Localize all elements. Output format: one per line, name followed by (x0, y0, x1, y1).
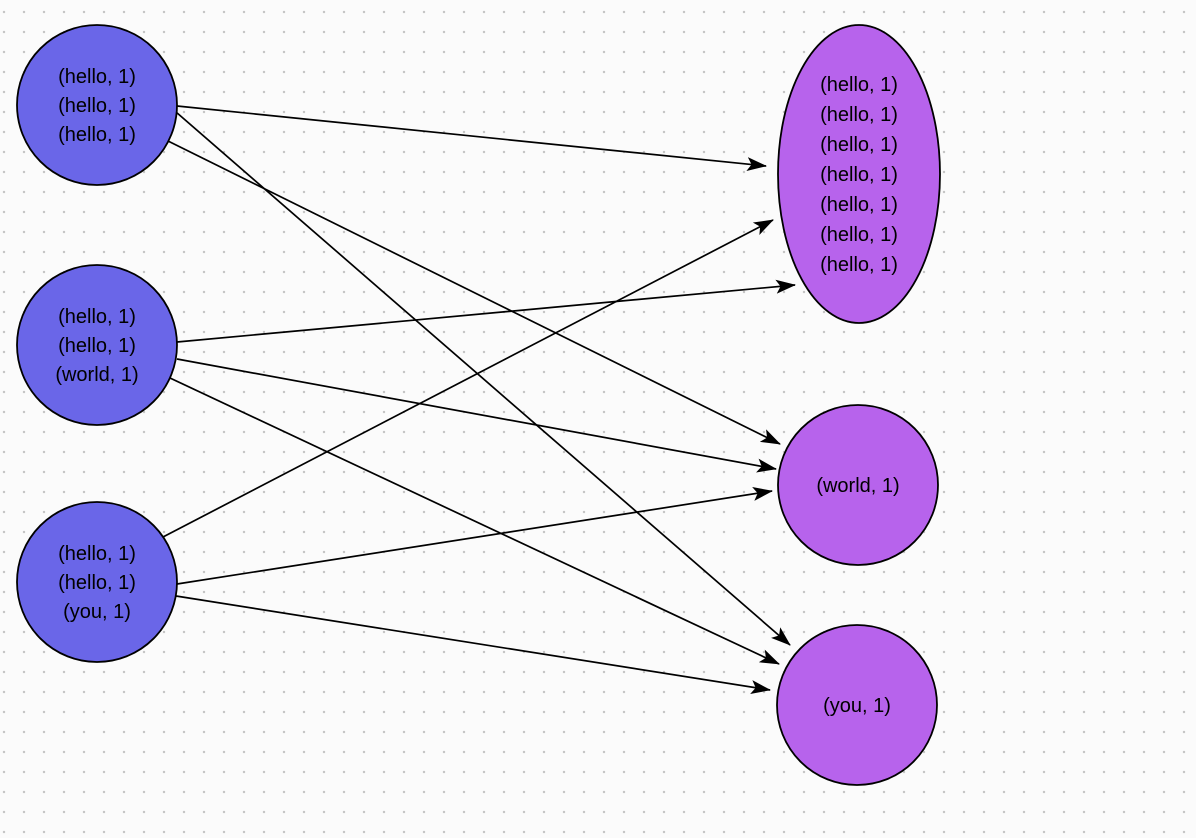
map-3-label-line: (you, 1) (63, 601, 131, 623)
reduce-you-labels: (you, 1) (823, 695, 891, 717)
edge-map-2-to-reduce-you (169, 377, 780, 665)
edge-map-3-to-reduce-hello (162, 219, 774, 538)
reduce-you-label-line: (you, 1) (823, 695, 891, 717)
reduce-you-circle (776, 624, 938, 786)
node-map-3: (hello, 1) (hello, 1) (you, 1) (16, 501, 178, 663)
map-2-label-line: (hello, 1) (58, 306, 136, 328)
nodes-layer: (hello, 1)(hello, 1)(hello, 1)(hello, 1)… (16, 24, 941, 786)
map-3-circle (16, 501, 178, 663)
reduce-world-labels: (world, 1) (816, 475, 899, 497)
map-2-label-line: (world, 1) (55, 364, 138, 386)
reduce-hello-label-line: (hello, 1) (820, 224, 898, 246)
map-1-labels: (hello, 1) (hello, 1) (hello, 1) (58, 66, 136, 146)
reduce-hello-label-line: (hello, 1) (820, 74, 898, 96)
node-map-1: (hello, 1) (hello, 1) (hello, 1) (16, 24, 178, 186)
map-1-label-line: (hello, 1) (58, 124, 136, 146)
edges-layer (162, 105, 796, 694)
map-2-label-line: (hello, 1) (58, 335, 136, 357)
reduce-hello-label-line: (hello, 1) (820, 254, 898, 276)
edge-map-3-to-reduce-you (175, 595, 771, 694)
edge-map-2-to-reduce-world (176, 358, 777, 473)
reduce-hello-label-line: (hello, 1) (820, 104, 898, 126)
reduce-hello-label-line: (hello, 1) (820, 194, 898, 216)
reduce-world-circle (777, 404, 939, 566)
map-1-label-line: (hello, 1) (58, 95, 136, 117)
map-3-label-line: (hello, 1) (58, 572, 136, 594)
edge-map-1-to-reduce-hello (176, 105, 767, 172)
map-1-label-line: (hello, 1) (58, 66, 136, 88)
edge-map-1-to-reduce-you (175, 111, 791, 646)
node-map-2: (hello, 1) (hello, 1) (world, 1) (16, 264, 178, 426)
edge-map-3-to-reduce-world (176, 487, 773, 585)
reduce-hello-labels: (hello, 1) (hello, 1) (hello, 1) (hello, 1)… (820, 74, 898, 276)
edge-map-1-to-reduce-world (167, 140, 781, 445)
reduce-hello-label-line: (hello, 1) (820, 164, 898, 186)
map-3-label-line: (hello, 1) (58, 543, 136, 565)
map-3-labels: (hello, 1) (hello, 1) (you, 1) (58, 543, 136, 623)
reduce-world-label-line: (world, 1) (816, 475, 899, 497)
node-reduce-hello: (hello, 1) (hello, 1) (hello, 1) (hello, 1)… (777, 24, 941, 324)
reduce-hello-ellipse (777, 24, 941, 324)
map-2-circle (16, 264, 178, 426)
edge-map-2-to-reduce-hello (176, 279, 796, 343)
map-1-circle (16, 24, 178, 186)
node-reduce-world: (world, 1) (777, 404, 939, 566)
map-2-labels: (hello, 1) (hello, 1) (world, 1) (55, 306, 138, 386)
node-reduce-you: (you, 1) (776, 624, 938, 786)
reduce-hello-label-line: (hello, 1) (820, 134, 898, 156)
